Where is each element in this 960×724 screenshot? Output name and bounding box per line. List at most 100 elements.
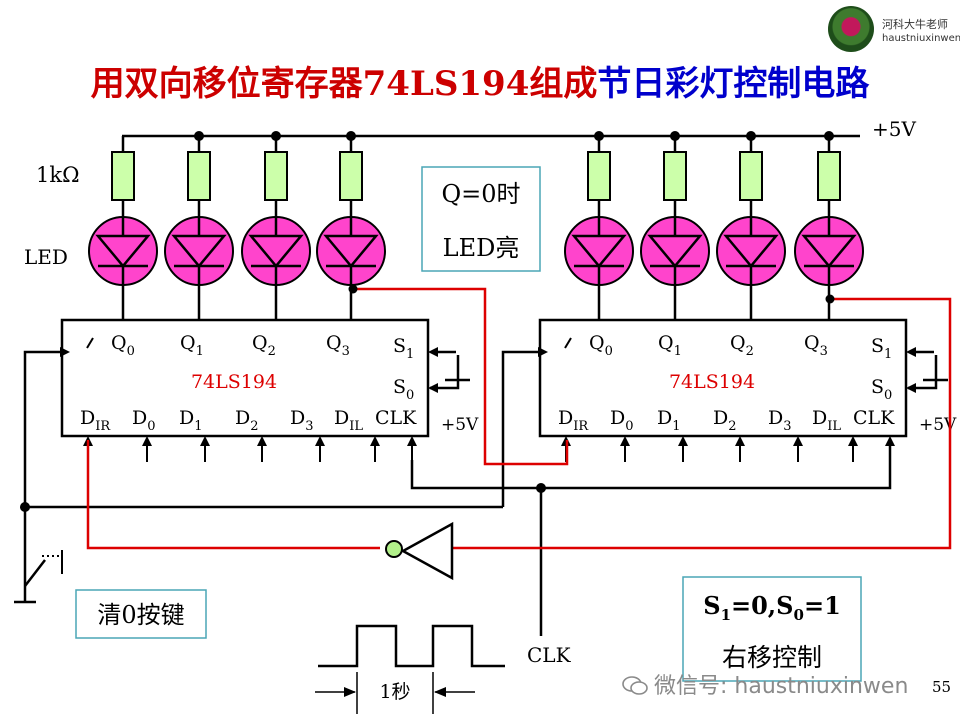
chip-body [60,318,430,438]
chip-input-label: D2 [713,407,737,434]
pin-arrow [257,436,267,446]
feedback-junction-right [825,294,835,304]
resistor [111,151,135,201]
pin-arrow [142,436,152,446]
pin-arrow [735,436,745,446]
chip-s0-label: S0 [871,376,892,403]
chip-input-label: DIL [812,407,841,434]
chip-q-output-label: Q1 [180,332,204,359]
title-part-blue: 节日彩灯控制电路 [597,64,870,104]
pin-arrow [848,436,858,446]
chip-s1-label: S1 [871,335,892,362]
chip-input-label: D2 [235,407,259,434]
led-column [716,136,786,320]
feedback-wires [86,287,952,550]
chip-q-output-label: Q1 [658,332,682,359]
clear-button-box: 清0按键 [75,589,207,639]
junction-dot [746,131,756,141]
resistor [587,151,611,201]
inverter-gate [385,521,454,581]
resistor [663,151,687,201]
chip-clk-label: CLK [375,407,417,429]
rd-arrow [60,347,70,357]
brand-handle: haustniuxinwen [882,33,960,44]
chip-clk-label: CLK [853,407,895,429]
junction-dot [346,131,356,141]
chip-q-output-label: Q0 [111,332,135,359]
led-column [316,136,386,320]
wechat-text: 微信号: haustniuxinwen [654,674,909,699]
pin-arrow [407,436,417,446]
title-part-1: 用双向移位寄存器 [91,64,364,104]
mode-line-2: 右移控制 [722,643,822,672]
clear-button-label: 清0按键 [97,601,184,629]
note-line-2: LED亮 [443,234,520,262]
clear-switch-dots [42,550,63,574]
junction-dot-clock [536,483,546,493]
led-column [241,136,311,320]
led-columns [88,131,864,320]
pin-arrow [678,436,688,446]
chip-s1-label: S1 [393,335,414,362]
resistor [187,151,211,201]
chip-q-output-label: Q2 [252,332,276,359]
clk-label: CLK [527,643,572,667]
wechat-icon [622,676,648,695]
led-column [794,136,864,320]
resistor [739,151,763,201]
chip-q-output-label: Q3 [804,332,828,359]
chip-input-label: DIL [334,407,363,434]
junction-dot [670,131,680,141]
note-box: Q=0时 LED亮 [421,166,541,272]
title-part-2: 74LS194 [363,64,530,104]
slide-title: 用双向移位寄存器74LS194组成节日彩灯控制电路 [91,64,871,104]
chip-input-label: D0 [610,407,634,434]
chip-input-label: D1 [657,407,681,434]
led-column [88,136,158,320]
flower-logo-icon [828,6,874,52]
clock-waveform [318,624,505,668]
period-arrow-left [344,687,356,697]
chip-q-output-label: Q3 [326,332,350,359]
pin-arrow [620,436,630,446]
chip-name: 74LS194 [191,371,277,393]
led-label: LED [24,245,68,269]
chip-input-label: D0 [132,407,156,434]
chip-body [538,318,908,438]
led-column [640,136,710,320]
title-part-3: 组成 [529,64,597,104]
feedback-junction-left [348,284,358,294]
chip-input-label: D3 [768,407,792,434]
pin-arrow [370,436,380,446]
period-label: 1秒 [379,681,410,703]
pin-arrow [200,436,210,446]
chip-vcc-label: +5V [919,415,957,435]
wiring [14,350,948,636]
brand-badge: 河科大牛老师 haustniuxinwen [828,6,960,52]
pin-arrow [315,436,325,446]
chip-input-label: D1 [179,407,203,434]
chip-name: 74LS194 [669,371,755,393]
mode-line-1: S1=0,S0=1 [703,591,841,624]
junction-dot [194,131,204,141]
chip-input-label: DIR [558,407,589,434]
resistor [817,151,841,201]
resistor [264,151,288,201]
junction-dot [824,131,834,141]
pin-arrow [793,436,803,446]
s1-arrow [428,347,438,357]
resistor [339,151,363,201]
page-number: 55 [932,678,952,696]
rd-arrow [538,347,548,357]
resistor-label: 1kΩ [36,163,80,187]
vcc-label: +5V [872,117,916,141]
wechat-watermark: 微信号: haustniuxinwen [622,668,908,700]
junction-dot [271,131,281,141]
led-column [164,136,234,320]
chip-q-output-label: Q2 [730,332,754,359]
junction-dot [594,131,604,141]
